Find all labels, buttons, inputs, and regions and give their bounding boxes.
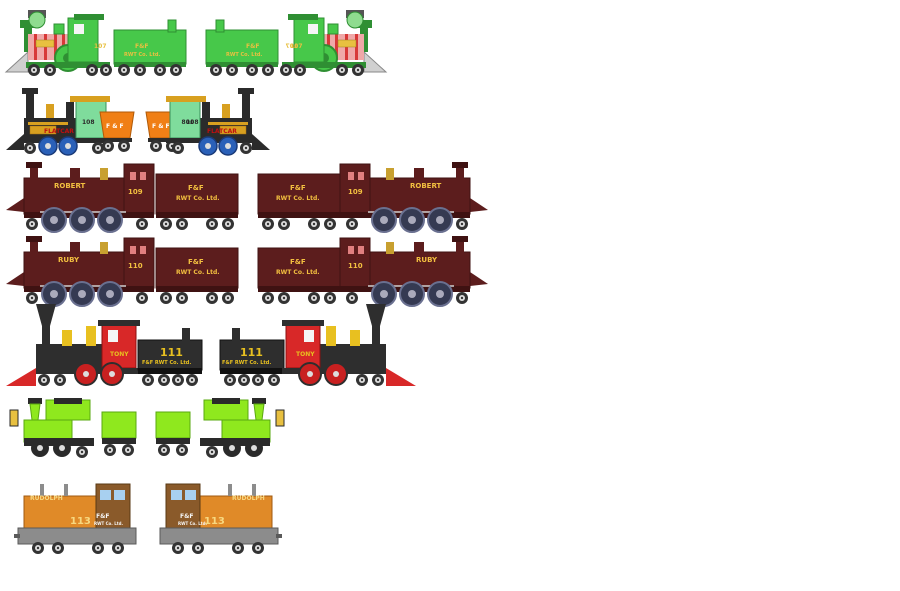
tender-label: F&F bbox=[188, 184, 204, 192]
loco-number: 109 bbox=[128, 188, 143, 196]
loco-name: ROBERT bbox=[54, 182, 86, 190]
tender-label: F&F bbox=[135, 43, 148, 50]
loco-number: 113 bbox=[204, 516, 225, 527]
loco-number: 109 bbox=[348, 188, 363, 196]
train-green-107: F&F RWT Co. Ltd. F&F RWT Co. Ltd. 107 bbox=[6, 10, 386, 76]
tender-label: RWT Co. Ltd. bbox=[176, 195, 220, 202]
tender-label: F & F bbox=[152, 123, 170, 130]
loco-number: 110 bbox=[348, 262, 363, 270]
train-robert-109: ROBERT 109 F&F RWT Co. Ltd. F&F RWT Co. … bbox=[6, 162, 488, 232]
tender-label: RWT Co. Ltd. bbox=[176, 269, 220, 276]
train-tony-111: 111 F&F RWT Co. Ltd. 111 F&F RWT Co. Ltd… bbox=[6, 304, 416, 386]
loco-number: 110 bbox=[128, 262, 143, 270]
tender-label: F&F bbox=[290, 258, 306, 266]
tender-label: F&F RWT Co. Ltd. bbox=[142, 360, 191, 366]
loco-name-plate: TONY bbox=[296, 351, 315, 358]
loco-number: 113 bbox=[70, 516, 91, 527]
loco-number: 107 bbox=[290, 43, 303, 50]
loco-number: 108 bbox=[186, 119, 199, 126]
loco-name: RUBY bbox=[416, 256, 438, 264]
tender-label: RWT Co. Ltd. bbox=[276, 195, 320, 202]
tender-label: F&F RWT Co. Ltd. bbox=[222, 360, 271, 366]
tender-label: RWT Co. Ltd. bbox=[276, 269, 320, 276]
cab-label: F&F bbox=[180, 513, 193, 520]
loco-name: RUDOLPH bbox=[30, 495, 63, 502]
loco-name-plate: TONY bbox=[110, 351, 129, 358]
tender-label: F&F bbox=[290, 184, 306, 192]
loco-name: RUBY bbox=[58, 256, 80, 264]
cab-label: RWT Co. Ltd. bbox=[178, 521, 208, 526]
tender-number: 111 bbox=[160, 346, 183, 359]
train-rudolph-113: RUDOLPH 113 F&F RWT Co. Ltd. F&F RWT Co.… bbox=[14, 484, 282, 554]
train-ruby-110: RUBY 110 F&F RWT Co. Ltd. F&F RWT Co. Lt… bbox=[6, 236, 488, 306]
tender-label: F&F bbox=[188, 258, 204, 266]
tender-label: RWT Co. Ltd. bbox=[124, 52, 160, 58]
tender-number: 111 bbox=[240, 346, 263, 359]
cab-label: RWT Co. Ltd. bbox=[94, 521, 124, 526]
loco-name: RUDOLPH bbox=[232, 495, 265, 502]
loco-name-plate: FLATCAR bbox=[44, 128, 74, 135]
train-lime bbox=[10, 398, 284, 458]
tender-label: F&F bbox=[246, 43, 259, 50]
train-flatcar-108: FLATCAR FLATCAR 108 F & F F & F bbox=[6, 88, 270, 155]
tender-label: RWT Co. Ltd. bbox=[226, 52, 262, 58]
cab-label: F&F bbox=[96, 513, 109, 520]
loco-name-plate: FLATCAR bbox=[207, 128, 237, 135]
tender-label: F & F bbox=[106, 123, 124, 130]
loco-name: ROBERT bbox=[410, 182, 442, 190]
